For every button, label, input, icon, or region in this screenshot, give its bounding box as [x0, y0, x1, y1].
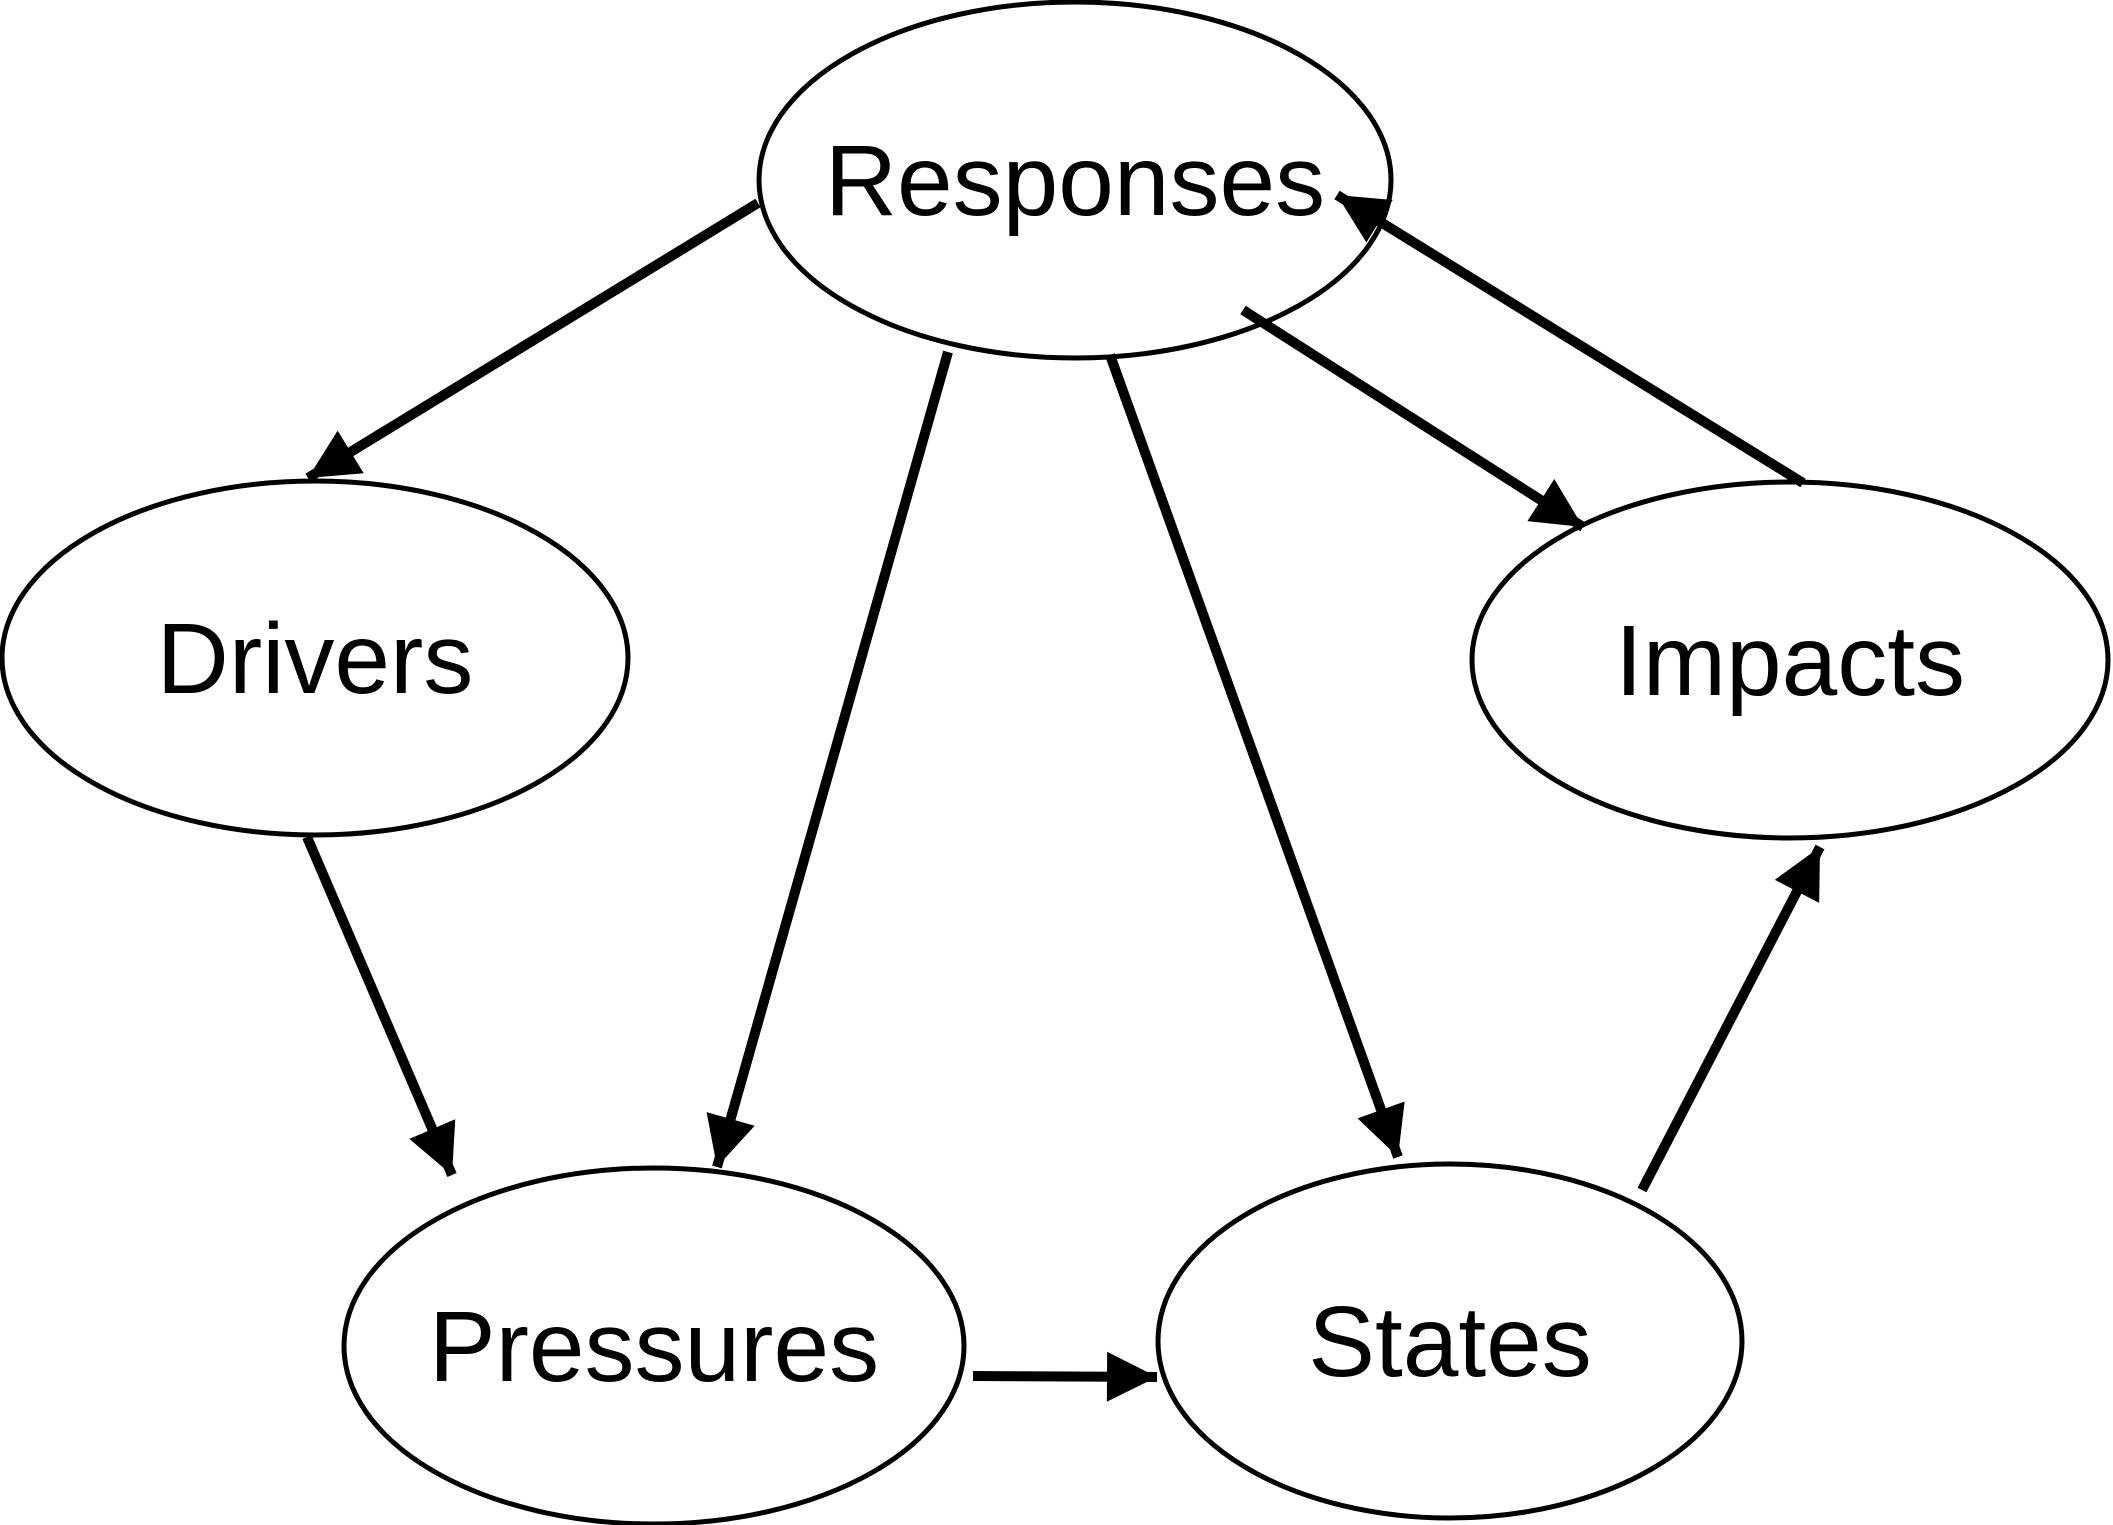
edges-layer	[302, 190, 1825, 1402]
edge-states-to-impacts-arrow	[1637, 844, 1825, 1193]
node-responses-ellipse	[756, 0, 1394, 361]
edge-responses-to-drivers-arrow	[305, 198, 761, 483]
node-drivers-label: Drivers	[157, 603, 474, 715]
edge-impacts-to-responses-arrow	[1334, 190, 1806, 488]
node-pressures-label: Pressures	[429, 1291, 879, 1403]
node-states-label: States	[1308, 1286, 1592, 1398]
node-pressures-ellipse	[341, 1165, 967, 1525]
node-responses-label: Responses	[825, 125, 1325, 237]
node-drivers-ellipse	[0, 478, 631, 838]
edge-pressures-to-states-arrow	[972, 1351, 1158, 1402]
node-impacts-label: Impacts	[1615, 605, 1965, 717]
edge-responses-to-pressures-arrow	[706, 350, 953, 1169]
edge-drivers-to-pressures-arrow	[302, 835, 457, 1177]
node-states-ellipse	[1155, 1161, 1745, 1521]
edge-responses-to-states-arrow	[1105, 353, 1405, 1159]
edge-responses-to-impacts-arrow	[1240, 305, 1586, 532]
node-impacts-ellipse	[1469, 479, 2111, 841]
